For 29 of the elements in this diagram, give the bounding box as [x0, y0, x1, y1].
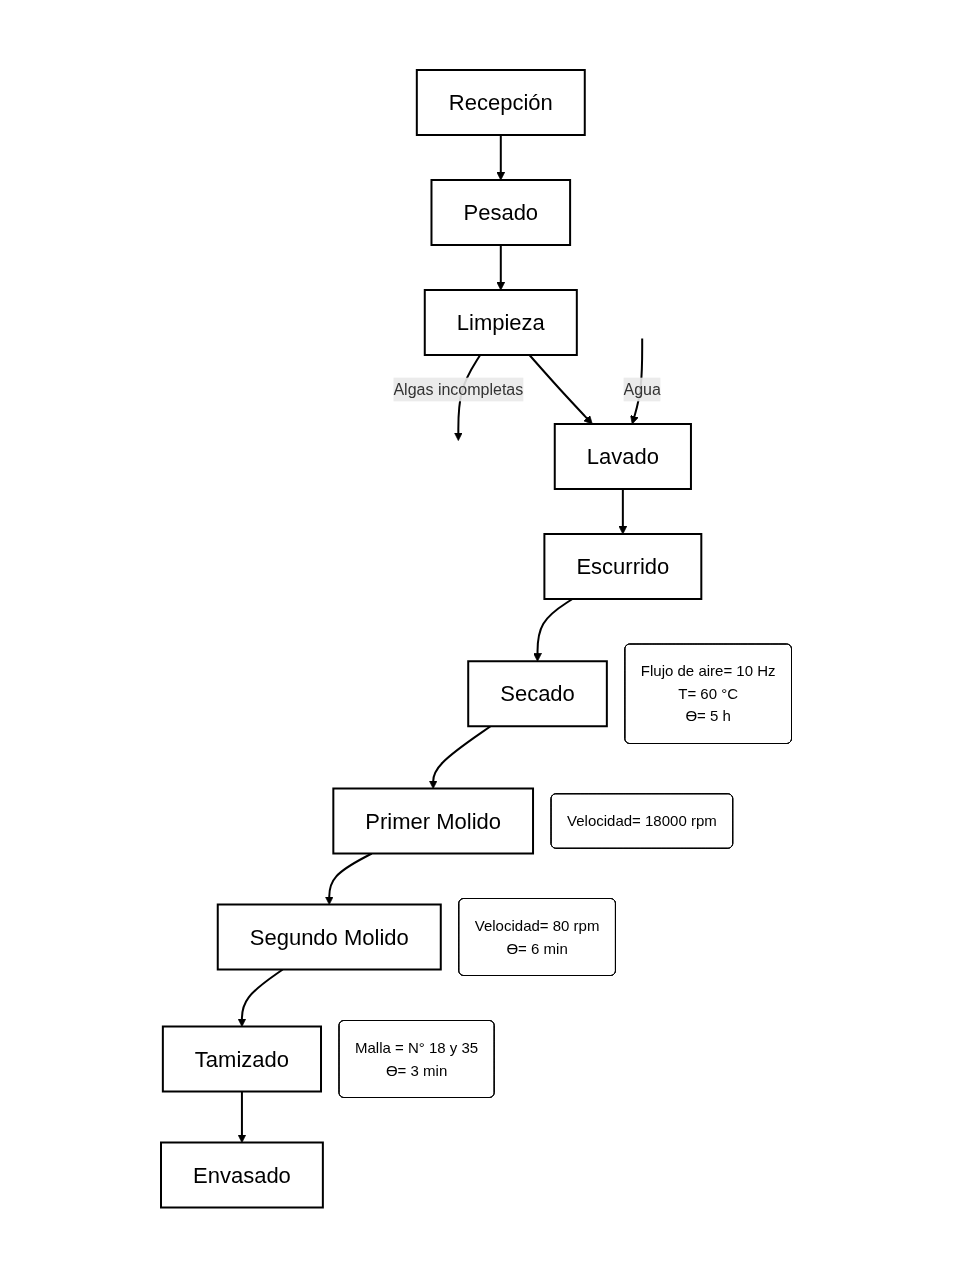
node-box: Limpieza	[424, 288, 579, 356]
edge-label: Algas incompletas	[393, 380, 524, 398]
node-label: Ɵ= 6 min	[506, 938, 568, 956]
node-label: Malla = N° 18 y 35	[355, 1038, 479, 1056]
node-box: Segundo Molido	[217, 903, 442, 971]
node-box: Secado	[467, 660, 609, 727]
node-box: Tamizado	[162, 1025, 323, 1093]
arrow	[496, 133, 506, 181]
node-box: Lavado	[554, 422, 693, 490]
arrow	[237, 968, 284, 1027]
edge-label: Agua	[623, 380, 662, 398]
node-label: T= 60 °C	[678, 684, 739, 702]
node-box: Primer Molido	[332, 787, 535, 855]
arrow	[237, 1090, 247, 1143]
node-label: Velocidad= 18000 rpm	[567, 811, 717, 829]
node-box: Escurrido	[543, 532, 703, 600]
arrow	[533, 597, 574, 662]
node-box: Envasado	[160, 1141, 325, 1209]
arrow	[429, 725, 492, 789]
node-label: Flujo de aire= 10 Hz	[641, 661, 776, 679]
arrow	[528, 353, 593, 425]
node-label: Ɵ= 5 h	[685, 706, 732, 724]
node-box: Pesado	[430, 178, 572, 246]
node-box: Recepción	[416, 68, 586, 136]
node-label: Ɵ= 3 min	[386, 1060, 448, 1078]
arrow	[496, 243, 506, 291]
arrow	[618, 487, 628, 535]
arrow	[325, 852, 373, 905]
node-label: Velocidad= 80 rpm	[475, 916, 600, 934]
